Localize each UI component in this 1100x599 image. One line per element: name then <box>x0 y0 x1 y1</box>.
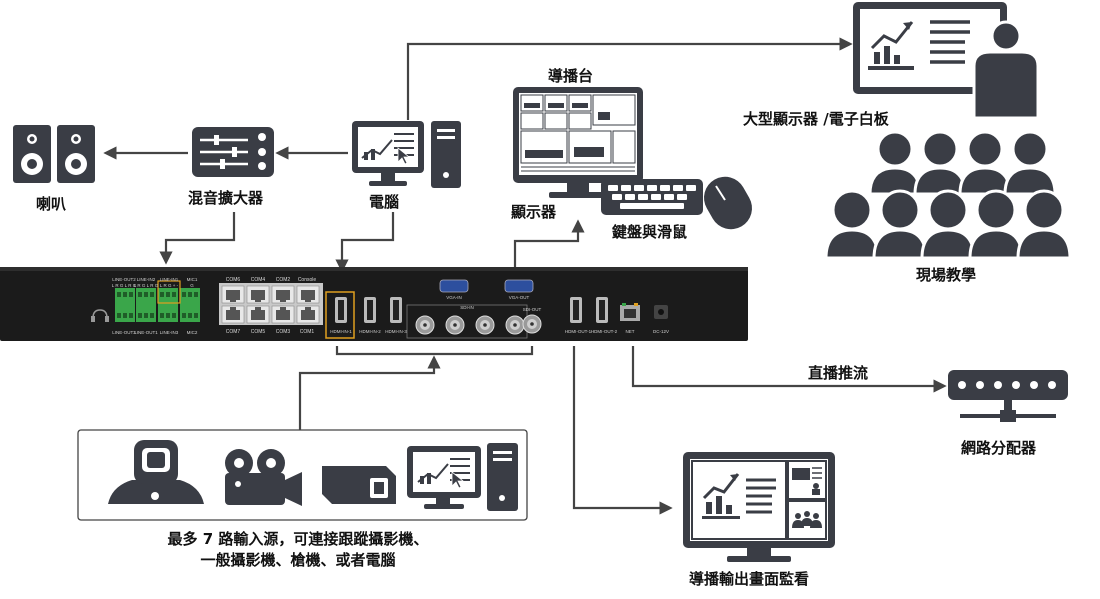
com-label-top: COM2 <box>276 277 291 283</box>
device-to-switch-arrow <box>631 346 947 393</box>
com-label-bottom: COM5 <box>251 329 266 335</box>
device-to-display-arrow <box>513 219 585 272</box>
director-display-icon <box>513 87 643 198</box>
network-switch-icon <box>948 370 1068 422</box>
dc-label: DC-12V <box>653 329 669 334</box>
hdmi-in-1-highlight <box>325 291 355 339</box>
box-camera-icon <box>322 466 396 504</box>
ptz-camera-icon <box>108 440 204 504</box>
sources-caption-line2: 一般攝影機、槍機、或者電腦 <box>200 551 396 569</box>
audio-label-bottom: LINE-OUT1 <box>134 330 158 335</box>
computer-to-hdmi-arrow <box>335 212 395 273</box>
inputs-bracket <box>335 346 534 356</box>
device-to-monitor-arrow <box>572 346 673 515</box>
program-monitor-icon <box>683 452 835 562</box>
connectors <box>103 37 947 515</box>
com-label-top: COM6 <box>226 277 241 283</box>
computer-icon <box>352 121 461 188</box>
mixer-to-device-arrow <box>159 212 236 265</box>
sdi-out-label: SDI-OUT <box>523 307 542 312</box>
hdmi-in-label: HDMI-IN-3 <box>385 329 407 334</box>
computer-label: 電腦 <box>369 193 400 211</box>
hdmi-out-label: HDMI-OUT-1 <box>565 329 592 334</box>
keyboard-mouse-label: 鍵盤與滑鼠 <box>612 223 688 241</box>
source-computer-icon <box>407 443 518 511</box>
sources-caption-line1: 最多 7 路輸入源，可連接跟蹤攝影機、 <box>167 530 429 548</box>
audio-label-top: LINE-IN2 <box>137 277 156 282</box>
director-console-label: 導播台 <box>548 67 594 85</box>
speaker-icon <box>13 125 95 183</box>
big-display-label: 大型顯示器 /電子白板 <box>743 110 889 128</box>
com-label-top: COM4 <box>251 277 266 283</box>
com-label-top: Console <box>298 277 317 283</box>
live-class-label: 現場教學 <box>916 266 977 284</box>
video-camera-icon <box>225 449 302 506</box>
headphone-jack <box>91 309 109 322</box>
com-label-bottom: COM3 <box>276 329 291 335</box>
speaker-label: 喇叭 <box>36 195 67 213</box>
sources-to-inputs-arrow <box>298 355 441 430</box>
audio-label-top: MIC1 <box>187 277 198 282</box>
vga-in-label: VGA-IN <box>446 295 462 300</box>
mouse-icon <box>704 176 752 230</box>
audio-pin-label: L R G L R G <box>134 283 159 288</box>
audio-pin-label: L R G + - <box>160 283 179 288</box>
audio-label-bottom: LINE-IN3 <box>160 330 179 335</box>
hdmi-in-label: HDMI-IN-1 <box>330 329 352 334</box>
mixer-icon <box>192 127 274 177</box>
net-label: NET <box>626 329 635 334</box>
mixer-label: 混音擴大器 <box>188 189 264 207</box>
com-label-bottom: COM7 <box>226 329 241 335</box>
audio-label-top: LINE-OUT2 <box>112 277 136 282</box>
audio-label-bottom: LINE-OUT3 <box>112 330 136 335</box>
display-label: 顯示器 <box>511 203 557 221</box>
sdi-in-label: SDI-IN <box>460 305 474 310</box>
keyboard-icon <box>601 179 703 215</box>
com-label-bottom: COM1 <box>300 329 315 335</box>
vga-ports <box>439 279 534 293</box>
hdmi-out-label: HDMI-OUT-2 <box>591 329 618 334</box>
audio-pin-label: L R G L R G <box>112 283 137 288</box>
audio-pin-label: G <box>190 283 194 288</box>
audio-label-top: LINE-IN1 <box>160 277 179 282</box>
computer-to-board-arrow <box>406 37 853 120</box>
hdmi-in-label: HDMI-IN-2 <box>359 329 381 334</box>
network-switch-label: 網路分配器 <box>961 439 1037 457</box>
vga-out-label: VGA-OUT <box>509 295 530 300</box>
audience-icon <box>824 130 1072 260</box>
presenter-board-icon <box>853 2 1040 120</box>
live-stream-label: 直播推流 <box>808 364 869 382</box>
line-in1-highlight <box>157 280 181 304</box>
audio-label-bottom: MIC2 <box>187 330 198 335</box>
program-monitor-label: 導播輸出畫面監看 <box>689 570 810 588</box>
